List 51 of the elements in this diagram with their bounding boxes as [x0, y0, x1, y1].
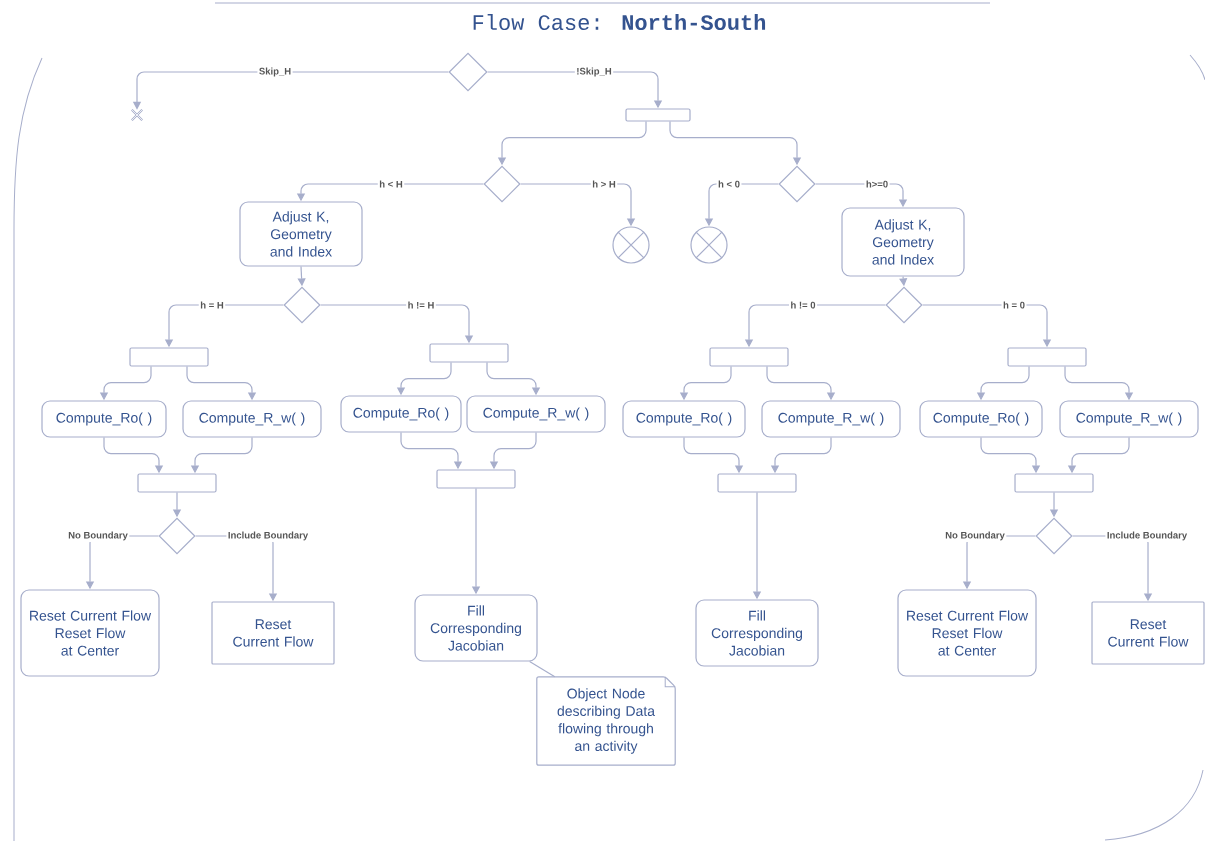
- fork-bar: [436, 469, 516, 489]
- cross-mark: [130, 108, 144, 122]
- action-box: Compute_R_w( ): [761, 400, 901, 438]
- fork-bar: [429, 343, 509, 363]
- edge-label: h < 0: [716, 179, 742, 189]
- decision-diamond: [283, 286, 321, 324]
- fork-bar: [717, 473, 797, 493]
- action-box: Compute_Ro( ): [919, 400, 1043, 438]
- decision-diamond: [778, 165, 816, 203]
- decision-diamond: [158, 517, 196, 555]
- edge-label: No Boundary: [66, 530, 130, 542]
- edge-label: h > H: [590, 179, 618, 189]
- action-box: Reset Current Flow Reset Flow at Center: [897, 589, 1037, 677]
- action-box: Compute_R_w( ): [466, 395, 606, 433]
- fork-bar: [709, 347, 789, 367]
- note-box: Object Node describing Data flowing through an activity: [536, 676, 676, 766]
- action-box: Fill Corresponding Jacobian: [414, 594, 538, 662]
- edge-label: Include Boundary: [1105, 530, 1189, 542]
- fork-bar: [1014, 473, 1094, 493]
- title: Flow Case: North-South: [473, 13, 766, 31]
- edge-label: h != 0: [788, 300, 818, 310]
- fork-bar: [137, 473, 217, 493]
- decision-diamond: [1035, 517, 1073, 555]
- fork-bar: [625, 108, 691, 122]
- fork-bar: [129, 347, 209, 367]
- decision-diamond: [448, 52, 488, 92]
- action-box: Reset Current Flow: [211, 601, 335, 665]
- edge-label: h>=0: [864, 179, 890, 189]
- edge-label: h != H: [406, 300, 436, 310]
- action-box: Compute_Ro( ): [622, 400, 746, 438]
- action-box: Adjust K, Geometry and Index: [841, 207, 965, 277]
- crossed-circle: [690, 226, 728, 264]
- action-box: Compute_Ro( ): [41, 400, 167, 438]
- action-box: Reset Current Flow: [1091, 601, 1205, 665]
- action-box: Fill Corresponding Jacobian: [695, 599, 819, 667]
- decision-diamond: [483, 165, 521, 203]
- action-box: Compute_R_w( ): [182, 400, 322, 438]
- edge-label: h = 0: [1001, 300, 1027, 310]
- action-box: Adjust K, Geometry and Index: [239, 201, 363, 267]
- action-box: Compute_R_w( ): [1059, 400, 1199, 438]
- edge-label: !Skip_H: [574, 66, 614, 78]
- action-box: Compute_Ro( ): [340, 395, 462, 433]
- action-box: Reset Current Flow Reset Flow at Center: [20, 589, 160, 677]
- decision-diamond: [885, 286, 923, 324]
- edge-label: h < H: [377, 179, 405, 189]
- edge-label: No Boundary: [943, 530, 1007, 542]
- edge-label: h = H: [198, 300, 226, 310]
- edge-label: Skip_H: [257, 66, 293, 78]
- crossed-circle: [612, 226, 650, 264]
- edge-label: Include Boundary: [226, 530, 310, 542]
- fork-bar: [1007, 347, 1087, 367]
